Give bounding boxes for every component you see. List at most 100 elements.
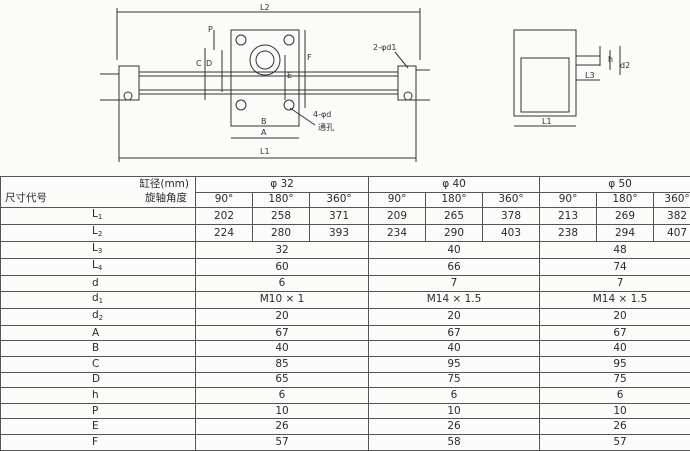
row-symbol-letter: h bbox=[92, 389, 99, 401]
table-cell: 48 bbox=[540, 242, 690, 259]
row-symbol-letter: P bbox=[92, 405, 98, 417]
label-d: D bbox=[206, 59, 212, 68]
angle-header-cell: 360° bbox=[310, 192, 369, 208]
table-cell: 67 bbox=[540, 325, 690, 341]
label-l2: L2 bbox=[260, 3, 270, 12]
table-cell: 258 bbox=[253, 208, 310, 225]
table-cell: 60 bbox=[196, 259, 369, 276]
row-symbol-subscript: 2 bbox=[99, 314, 103, 322]
angle-header-cell: 90° bbox=[196, 192, 253, 208]
row-symbol: L4 bbox=[1, 259, 196, 276]
label-4-phi-d: 4-φd bbox=[313, 110, 331, 119]
table-cell: 26 bbox=[196, 419, 369, 435]
table-cell: 10 bbox=[196, 403, 369, 419]
label-b: B bbox=[261, 117, 267, 126]
table-cell: 40 bbox=[369, 341, 540, 357]
table-cell: 74 bbox=[540, 259, 690, 276]
dim-label: 尺寸代号 bbox=[5, 192, 47, 205]
label-f: F bbox=[307, 53, 312, 62]
angle-header-cell: 360° bbox=[483, 192, 540, 208]
table-cell: 20 bbox=[540, 308, 690, 325]
table-cell: 6 bbox=[369, 388, 540, 404]
table-cell: 67 bbox=[369, 325, 540, 341]
row-symbol: L3 bbox=[1, 242, 196, 259]
row-symbol-letter: d bbox=[92, 309, 99, 321]
table-cell: M14 × 1.5 bbox=[540, 291, 690, 308]
table-cell: 234 bbox=[369, 225, 426, 242]
row-symbol: F bbox=[1, 434, 196, 450]
side-view-body bbox=[514, 30, 576, 116]
row-symbol-letter: D bbox=[92, 373, 100, 385]
row-symbol: C bbox=[1, 356, 196, 372]
angle-header-cell: 180° bbox=[597, 192, 654, 208]
table-cell: 269 bbox=[597, 208, 654, 225]
angle-header-cell: 360° bbox=[654, 192, 690, 208]
row-symbol: L1 bbox=[1, 208, 196, 225]
angle-header-cell: 90° bbox=[369, 192, 426, 208]
table-cell: 95 bbox=[540, 356, 690, 372]
label-p: P bbox=[208, 25, 213, 34]
row-symbol: d bbox=[1, 276, 196, 292]
table-cell: 407 bbox=[654, 225, 690, 242]
table-cell: 32 bbox=[196, 242, 369, 259]
table-cell: 75 bbox=[369, 372, 540, 388]
table-cell: 75 bbox=[540, 372, 690, 388]
row-symbol: A bbox=[1, 325, 196, 341]
table-cell: 26 bbox=[369, 419, 540, 435]
table-cell: 85 bbox=[196, 356, 369, 372]
row-symbol: L2 bbox=[1, 225, 196, 242]
table-cell: 403 bbox=[483, 225, 540, 242]
bore-40-header: φ 40 bbox=[369, 177, 540, 193]
table-cell: 40 bbox=[540, 341, 690, 357]
row-symbol: D bbox=[1, 372, 196, 388]
row-symbol: B bbox=[1, 341, 196, 357]
table-cell: 202 bbox=[196, 208, 253, 225]
label-l1: L1 bbox=[260, 147, 270, 156]
table-cell: 20 bbox=[369, 308, 540, 325]
table-cell: 10 bbox=[540, 403, 690, 419]
row-symbol-letter: F bbox=[92, 436, 98, 448]
table-cell: 7 bbox=[369, 276, 540, 292]
row-symbol-letter: A bbox=[92, 327, 99, 339]
label-c: C bbox=[196, 59, 202, 68]
table-cell: 58 bbox=[369, 434, 540, 450]
table-cell: M10 × 1 bbox=[196, 291, 369, 308]
label-h: h bbox=[608, 55, 613, 64]
label-side-l1: L1 bbox=[542, 117, 552, 126]
table-cell: 280 bbox=[253, 225, 310, 242]
row-symbol-subscript: 3 bbox=[98, 247, 102, 255]
table-cell: 57 bbox=[196, 434, 369, 450]
angle-header-cell: 180° bbox=[426, 192, 483, 208]
row-symbol-subscript: 4 bbox=[98, 264, 102, 272]
row-symbol: h bbox=[1, 388, 196, 404]
table-cell: 6 bbox=[196, 276, 369, 292]
table-cell: 213 bbox=[540, 208, 597, 225]
table-cell: 40 bbox=[369, 242, 540, 259]
angle-header-cell: 180° bbox=[253, 192, 310, 208]
angle-header-cell: 90° bbox=[540, 192, 597, 208]
label-through-hole: 通孔 bbox=[318, 122, 334, 132]
row-symbol-letter: d bbox=[92, 277, 99, 289]
label-2-phi-d1: 2-φd1 bbox=[373, 43, 396, 52]
angle-label: 旋轴角度 bbox=[145, 192, 187, 205]
row-symbol-subscript: 2 bbox=[98, 230, 102, 238]
row-symbol: E bbox=[1, 419, 196, 435]
table-cell: 294 bbox=[597, 225, 654, 242]
label-d2: d2 bbox=[620, 61, 630, 70]
row-symbol-letter: B bbox=[92, 342, 99, 354]
table-cell: 238 bbox=[540, 225, 597, 242]
table-cell: 6 bbox=[540, 388, 690, 404]
row-symbol-subscript: 1 bbox=[98, 213, 102, 221]
bore-label: 缸径(mm) bbox=[139, 178, 189, 191]
table-cell: 209 bbox=[369, 208, 426, 225]
